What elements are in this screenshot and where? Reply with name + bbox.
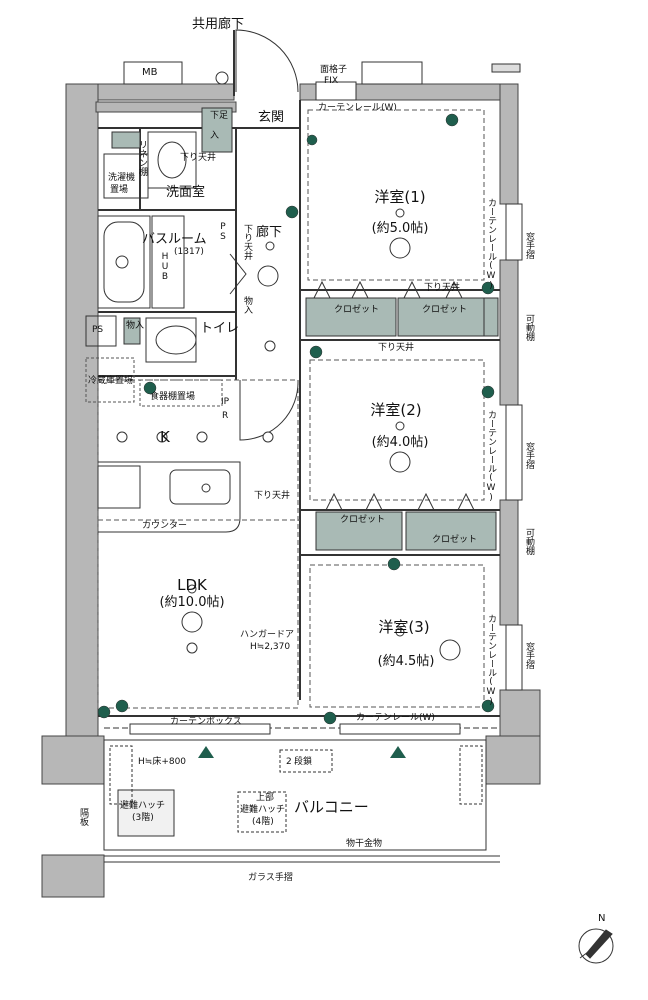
step-mark: 2 bbox=[286, 757, 292, 767]
room-2-name: 洋室(2) bbox=[370, 401, 422, 419]
closet-1: クロゼット bbox=[334, 305, 380, 315]
linen-shelf: リネン棚 bbox=[137, 140, 147, 176]
drying-hardware: 物干金物 bbox=[346, 839, 383, 849]
corridor-label: 共用廊下 bbox=[192, 17, 245, 32]
ldk-size: (約10.0帖) bbox=[159, 595, 225, 610]
shoe-storage-2: 入 bbox=[210, 131, 220, 141]
room-1-size: (約5.0帖) bbox=[371, 221, 429, 236]
ps-label: PS bbox=[92, 325, 104, 335]
bathroom-label: バスルーム bbox=[142, 232, 207, 247]
step-label: 段鎖 bbox=[294, 757, 313, 767]
hub-label: HUB bbox=[160, 252, 170, 282]
lattice-label: 面格子 bbox=[320, 65, 348, 75]
ldk-name: LDK bbox=[177, 576, 207, 594]
room-3-name: 洋室(3) bbox=[378, 618, 430, 636]
upper-hatch-3: (4階) bbox=[252, 817, 274, 827]
toilet-label: トイレ bbox=[200, 321, 240, 336]
mb-label: MB bbox=[142, 67, 158, 78]
window-rail-v2: 窓手摺 bbox=[524, 442, 534, 469]
dropped-ceiling-3: 下り天井 bbox=[378, 343, 415, 353]
fridge-space: 冷蔵庫置場 bbox=[88, 376, 134, 386]
dropped-ceiling-4: 下り天井 bbox=[424, 283, 461, 293]
window-rail-v3: 窓手摺 bbox=[524, 642, 534, 669]
curtain-rail-v2: カーテンレール(W) bbox=[486, 410, 496, 503]
room-3-size: (約4.5帖) bbox=[377, 654, 435, 669]
room-1-name: 洋室(1) bbox=[374, 188, 426, 206]
washer-area-2: 置場 bbox=[110, 185, 129, 195]
glass-railing: ガラス手摺 bbox=[248, 873, 293, 883]
curtain-rail-v1: カーテンレール(W) bbox=[486, 198, 496, 291]
escape-hatch-1: 避難ハッチ bbox=[120, 801, 166, 811]
hanger-door-2: H≒2,370 bbox=[250, 642, 291, 652]
r-label: R bbox=[222, 411, 229, 421]
curtain-rail-bottom: カーテンレール(W) bbox=[356, 713, 435, 723]
storage-vertical: 物入 bbox=[242, 296, 252, 314]
dropped-ceiling-2: 下り天井 bbox=[254, 491, 291, 501]
height-note: H≒床+800 bbox=[138, 757, 187, 767]
window-rail-v1: 窓手摺 bbox=[524, 232, 534, 259]
dish-shelf: 食器棚置場 bbox=[150, 392, 196, 402]
curtain-rail-v3: カーテンレール(W) bbox=[486, 614, 496, 707]
north-label: N bbox=[598, 913, 606, 924]
shoe-storage-1: 下足 bbox=[210, 111, 229, 121]
upper-hatch-2: 避難ハッチ bbox=[240, 805, 286, 815]
escape-hatch-2: (3階) bbox=[132, 813, 154, 823]
movable-shelf-v2: 可動棚 bbox=[524, 528, 534, 555]
hallway-label: 廊下 bbox=[256, 225, 283, 240]
balcony-label: バルコニー bbox=[294, 798, 369, 816]
dropped-ceiling-1: 下り天井 bbox=[180, 153, 217, 163]
ps-vertical: PS bbox=[218, 222, 228, 242]
dropped-ceiling-vertical: 下り天井 bbox=[242, 224, 252, 260]
fix-label: FIX bbox=[324, 76, 338, 86]
curtain-box: カーテンボックス bbox=[170, 717, 242, 727]
closet-2: クロゼット bbox=[422, 305, 468, 315]
movable-shelf-v1: 可動棚 bbox=[524, 314, 534, 341]
ip-label: IP bbox=[221, 397, 230, 407]
closet-3: クロゼット bbox=[340, 515, 386, 525]
washroom-label: 洗面室 bbox=[166, 185, 206, 200]
counter-label: カウンター bbox=[142, 521, 188, 531]
upper-hatch-1: 上部 bbox=[256, 793, 275, 803]
curtain-rail-top: カーテンレール(W) bbox=[318, 103, 397, 113]
room-2-size: (約4.0帖) bbox=[371, 435, 429, 450]
hanger-door-1: ハンガードア bbox=[240, 630, 295, 640]
washer-area-1: 洗濯機 bbox=[108, 173, 136, 183]
partition-label: 隔板 bbox=[78, 808, 88, 826]
entrance-label: 玄関 bbox=[258, 110, 285, 125]
kitchen-label: K bbox=[160, 428, 170, 446]
closet-4: クロゼット bbox=[432, 535, 478, 545]
bathroom-size: (1317) bbox=[174, 247, 204, 257]
storage-mono: 物入 bbox=[126, 321, 145, 331]
